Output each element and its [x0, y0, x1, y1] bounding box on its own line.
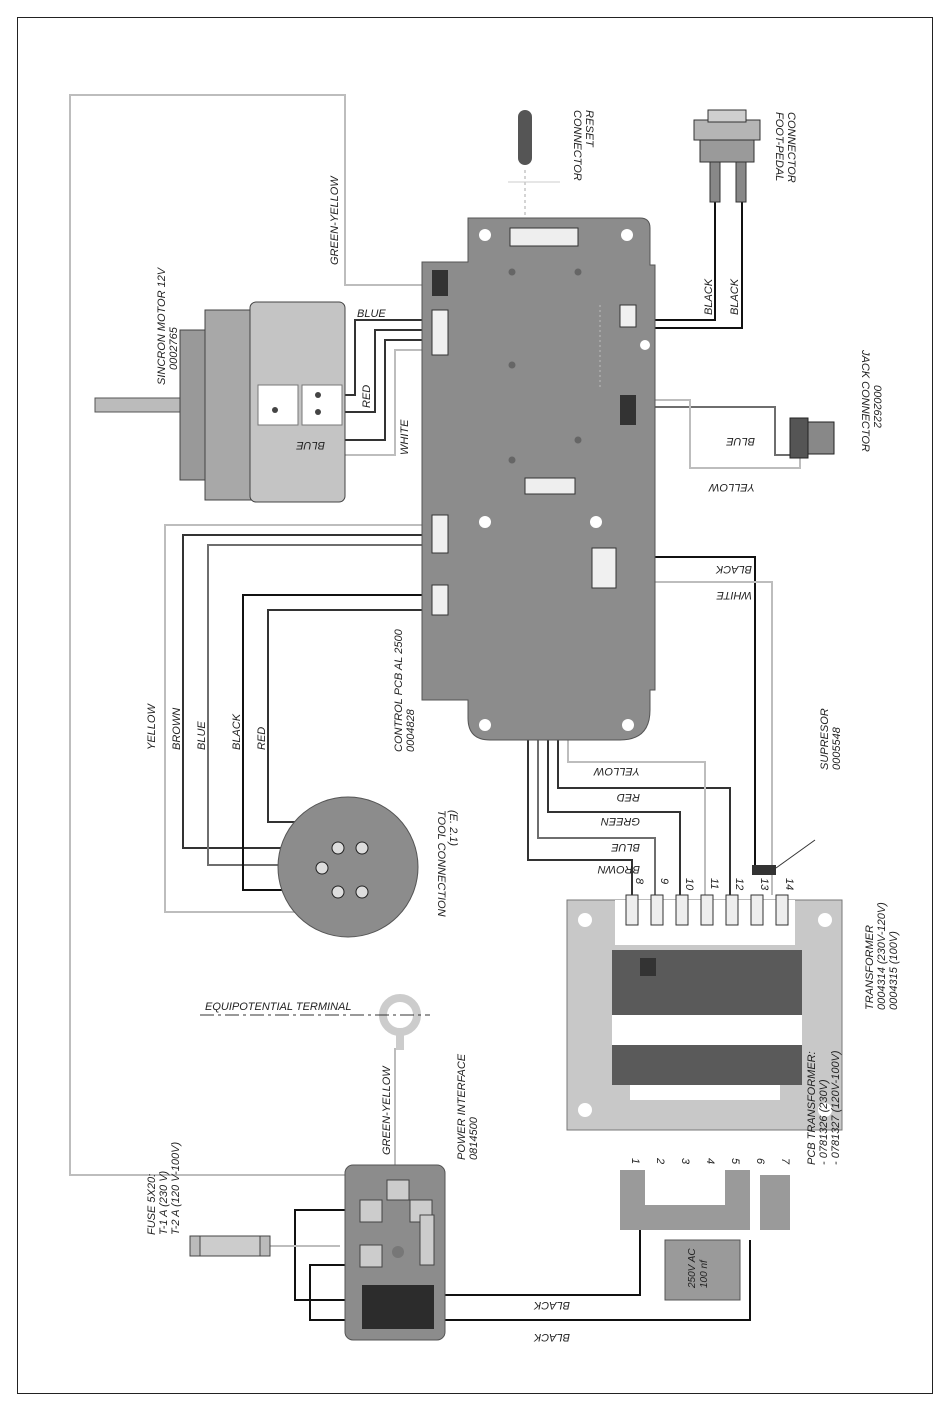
label-green-yellow-bottom: GREEN-YELLOW [381, 1065, 393, 1155]
label-pcb-2: 0004828 [405, 708, 417, 752]
label-jack-1: JACK CONNECTOR [859, 349, 871, 452]
label-foot-pedal-2: CONNECTOR [785, 112, 797, 183]
label-white-motor: WHITE [399, 419, 411, 455]
pcb-terminal-3: 3 [679, 1158, 691, 1165]
label-yellow-jack: YELLOW [708, 481, 755, 493]
pcb-terminal-6: 6 [754, 1158, 766, 1165]
label-blue-motor: BLUE [296, 439, 325, 451]
label-black-bottom-2: BLACK [533, 1331, 570, 1343]
label-black-pedal-1: BLACK [703, 278, 715, 315]
label-black-pedal-2: BLACK [729, 278, 741, 315]
label-wire-blue: BLUE [196, 721, 208, 750]
terminal-13: 13 [758, 878, 770, 891]
label-equipotential: EQUIPOTENTIAL TERMINAL [205, 1001, 352, 1013]
wire-tool-brown [182, 534, 440, 849]
label-t-brown: BROWN [598, 863, 640, 875]
label-transformer-2: 0004314 (230V-120V) [876, 902, 888, 1010]
label-supresor-2: 0005548 [831, 726, 843, 770]
label-motor-2: 0002765 [168, 326, 180, 370]
wire-power-loop-2 [309, 1264, 370, 1321]
label-jack-2: 0002622 [871, 385, 883, 428]
sincron-motor [94, 301, 346, 503]
label-tool-2: (E. 2.1) [447, 810, 459, 846]
label-supresor-1: SUPRESOR [819, 708, 831, 770]
label-t-yellow: YELLOW [593, 765, 640, 777]
reset-connector [508, 110, 560, 220]
label-blue-top: BLUE [357, 308, 386, 320]
label-fuse-3: T-2 A (120 V-100V) [170, 1142, 182, 1235]
pcb-terminal-7: 7 [779, 1158, 791, 1165]
wire-bottom-black-2 [430, 1240, 751, 1321]
pcb-terminal-4: 4 [704, 1158, 716, 1164]
label-red-motor: RED [361, 385, 373, 408]
label-blue-jack: BLUE [726, 435, 755, 447]
label-connector-reset-1: CONNECTOR [571, 110, 583, 181]
wire-motor-red [318, 329, 440, 413]
pcb-terminal-1: 1 [629, 1158, 641, 1164]
terminal-8: 8 [633, 878, 645, 885]
transformer [566, 899, 843, 1131]
wire-jack-yellow [635, 399, 801, 469]
label-t-green: GREEN [601, 815, 640, 827]
label-t-blue: BLUE [611, 841, 640, 853]
supresor [752, 839, 816, 875]
terminal-10: 10 [683, 878, 695, 891]
wire-jack-blue [635, 406, 790, 456]
terminal-9: 9 [658, 878, 670, 884]
label-white-sup: WHITE [716, 589, 752, 601]
jack-connector [789, 417, 835, 459]
wire-power-loop-1 [294, 1209, 370, 1301]
label-wire-brown: BROWN [171, 708, 183, 750]
power-interface [344, 1164, 446, 1341]
label-black-bottom-1: BLACK [533, 1299, 570, 1311]
label-fuse-2: T-1 A (230 V) [158, 1170, 170, 1235]
label-t-red: RED [617, 791, 640, 803]
wire-bottom-black-1 [430, 1165, 641, 1296]
label-pcbt-2: - 0781326 (230V) [818, 1079, 830, 1165]
label-power-1: POWER INTERFACE [456, 1053, 468, 1160]
capacitor-label-2: 250V AC [687, 1248, 698, 1289]
transformer-terminals: 8 9 10 11 12 13 14 [625, 878, 795, 926]
capacitor-label-1: 100 nf [699, 1259, 710, 1288]
drawing-frame [17, 17, 933, 1394]
label-transformer-3: 0004315 (100V) [888, 931, 900, 1010]
label-power-2: 0814500 [468, 1116, 480, 1160]
label-foot-pedal-1: FOOT-PEDAL [773, 112, 785, 181]
control-pcb [421, 217, 656, 741]
wire-tool-yellow [164, 524, 440, 913]
equipotential-terminal [200, 994, 430, 1050]
label-connector-reset-2: RESET [583, 110, 595, 148]
label-wire-red: RED [256, 727, 268, 750]
label-black-sup: BLACK [715, 563, 752, 575]
label-wire-black: BLACK [231, 713, 243, 750]
label-fuse-1: FUSE 5X20: [146, 1174, 158, 1235]
label-tool-1: TOOL CONNECTION [435, 810, 447, 917]
label-pcb-1: CONTROL PCB AL 2500 [393, 628, 405, 752]
foot-pedal-connector [693, 109, 761, 203]
tool-connection [277, 796, 419, 938]
pcb-terminal-2: 2 [654, 1157, 666, 1164]
label-pcbt-1: PCB TRANSFORMER: [806, 1051, 818, 1165]
wire-pedal-2 [625, 200, 743, 329]
wire-sup-white [600, 581, 773, 895]
terminal-12: 12 [733, 878, 745, 890]
pcb-terminal-5: 5 [729, 1158, 741, 1165]
pcb-transformer: 1 2 3 4 5 6 7 100 nf 250V AC [620, 1157, 791, 1301]
label-transformer-1: TRANSFORMER [864, 925, 876, 1010]
terminal-14: 14 [783, 878, 795, 890]
label-green-yellow-top: GREEN-YELLOW [329, 175, 341, 265]
label-wire-yellow: YELLOW [146, 703, 158, 750]
label-pcbt-3: - 0781327 (120V-100V) [830, 1050, 842, 1165]
wire-tool-blue [207, 544, 440, 866]
wire-green-yellow-ground [69, 94, 445, 1176]
label-motor-1: SINCRON MOTOR 12V [156, 266, 168, 385]
terminal-11: 11 [708, 878, 720, 889]
fuse [189, 1235, 271, 1257]
